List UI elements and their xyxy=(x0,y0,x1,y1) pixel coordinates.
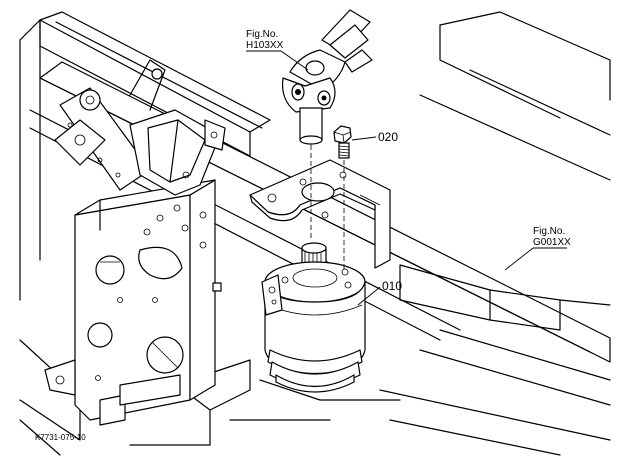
callout-part-020: 020 xyxy=(351,130,398,144)
steering-motor-010 xyxy=(261,242,366,393)
drawing-code: K7731-075-10 xyxy=(35,433,86,442)
callout-ref-h103: Fig.No. H103XX xyxy=(246,29,309,71)
ref-g001-line2: G001XX xyxy=(533,237,571,248)
callout-part-010: 010 xyxy=(357,279,402,306)
pedal-bracket xyxy=(129,109,226,196)
universal-joint xyxy=(281,9,373,145)
alignment-lines xyxy=(310,145,345,270)
part-010-label: 010 xyxy=(382,279,402,293)
column-housing xyxy=(44,179,222,426)
ref-g001-line1: Fig.No. xyxy=(533,226,565,237)
ref-h103-line2: H103XX xyxy=(246,40,284,51)
mounting-plate xyxy=(249,159,391,269)
callout-ref-g001: Fig.No. G001XX xyxy=(504,226,571,271)
ref-h103-line1: Fig.No. xyxy=(246,29,278,40)
part-020-label: 020 xyxy=(378,130,398,144)
linkage-arms xyxy=(54,59,166,191)
bolt-020 xyxy=(333,125,352,159)
